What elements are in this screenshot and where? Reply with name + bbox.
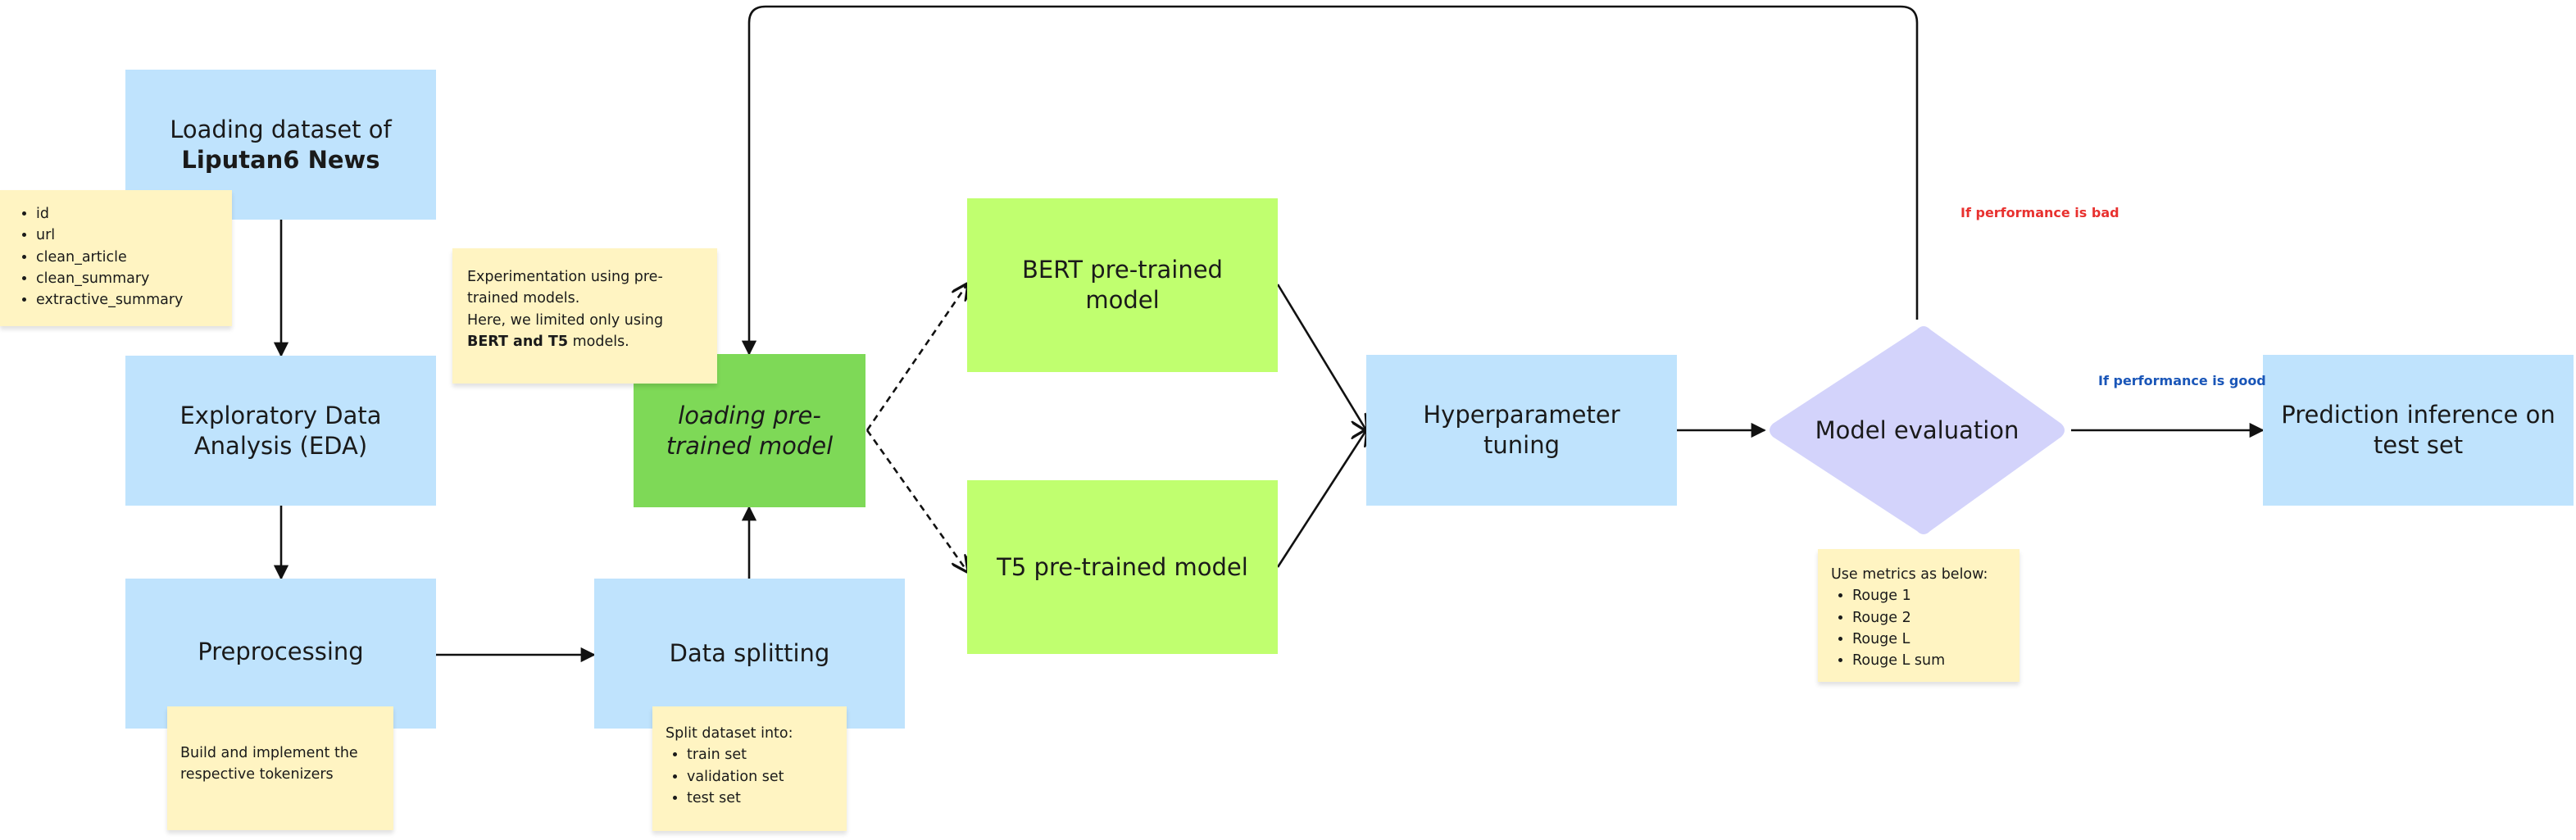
note-dataset-field: clean_article bbox=[36, 247, 217, 268]
note-dataset-field: id bbox=[36, 203, 217, 225]
node-model-evaluation-label: Model evaluation bbox=[1815, 416, 2019, 444]
edge-t5-to-hyperparameter bbox=[1276, 430, 1366, 568]
note-dataset-field: clean_summary bbox=[36, 268, 217, 289]
note-dataset-fields: id url clean_article clean_summary extra… bbox=[0, 190, 232, 326]
node-model-evaluation: Model evaluation bbox=[1763, 320, 2071, 541]
decision-diamond-shape bbox=[1770, 326, 2065, 534]
note-metrics-item: Rouge L sum bbox=[1852, 650, 2006, 671]
node-loading-pretrained-label: loading pre-trained model bbox=[666, 401, 834, 460]
node-data-splitting: Data splitting bbox=[594, 579, 905, 729]
node-hyperparameter-tuning-label: Hyperparameter tuning bbox=[1423, 401, 1620, 459]
node-loading-dataset-line2: Liputan6 News bbox=[181, 145, 380, 174]
node-t5: T5 pre-trained model bbox=[967, 480, 1278, 654]
note-metrics-item: Rouge 2 bbox=[1852, 607, 2006, 629]
note-experimentation-bold: BERT and T5 bbox=[467, 333, 569, 350]
edge-bert-to-hyperparameter bbox=[1276, 284, 1366, 430]
edge-loading-to-bert bbox=[865, 284, 967, 431]
note-experimentation-line2-prefix: Here, we limited only using bbox=[467, 311, 664, 329]
node-preprocessing-label: Preprocessing bbox=[198, 638, 364, 666]
note-dataset-field: url bbox=[36, 225, 217, 246]
node-hyperparameter-tuning: Hyperparameter tuning bbox=[1366, 355, 1677, 506]
note-experimentation-line2: Here, we limited only using BERT and T5 … bbox=[467, 310, 702, 353]
note-split-heading: Split dataset into: bbox=[666, 725, 793, 742]
node-preprocessing: Preprocessing bbox=[125, 579, 436, 729]
note-metrics-item: Rouge 1 bbox=[1852, 585, 2006, 606]
note-metrics-item: Rouge L bbox=[1852, 629, 2006, 650]
node-eda-label: Exploratory Data Analysis (EDA) bbox=[179, 401, 382, 460]
note-split-item: train set bbox=[687, 744, 834, 765]
node-prediction-inference: Prediction inference on test set bbox=[2263, 355, 2574, 506]
note-split-item: test set bbox=[687, 788, 834, 809]
note-split-item: validation set bbox=[687, 766, 834, 788]
node-prediction-inference-label: Prediction inference on test set bbox=[2281, 401, 2556, 459]
edge-evaluation-feedback-loop bbox=[741, 5, 1919, 356]
edge-loading-to-t5 bbox=[865, 429, 967, 571]
note-tokenizers-text: Build and implement the respective token… bbox=[180, 745, 358, 783]
edge-label-good: If performance is good bbox=[2098, 373, 2266, 388]
note-metrics-list: Rouge 1 Rouge 2 Rouge L Rouge L sum bbox=[1831, 585, 2006, 671]
note-experimentation-line1: Experimentation using pre-trained models… bbox=[467, 269, 663, 307]
node-model-evaluation-label-box: Model evaluation bbox=[1763, 320, 2071, 541]
node-bert-label: BERT pre-trained model bbox=[1022, 256, 1223, 314]
note-metrics: Use metrics as below: Rouge 1 Rouge 2 Ro… bbox=[1818, 549, 2019, 682]
node-bert: BERT pre-trained model bbox=[967, 198, 1278, 372]
note-metrics-heading: Use metrics as below: bbox=[1831, 566, 1988, 583]
node-loading-dataset-line1: Loading dataset of bbox=[170, 115, 392, 143]
note-split: Split dataset into: train set validation… bbox=[652, 706, 847, 831]
note-experimentation-line2-suffix: models. bbox=[568, 333, 629, 350]
note-tokenizers: Build and implement the respective token… bbox=[167, 706, 393, 830]
note-split-list: train set validation set test set bbox=[666, 744, 834, 809]
node-data-splitting-label: Data splitting bbox=[669, 639, 830, 668]
note-dataset-fields-list: id url clean_article clean_summary extra… bbox=[15, 203, 217, 311]
node-t5-label: T5 pre-trained model bbox=[997, 552, 1248, 581]
edge-label-bad: If performance is bad bbox=[1960, 205, 2119, 220]
note-dataset-field: extractive_summary bbox=[36, 289, 217, 311]
note-experimentation: Experimentation using pre-trained models… bbox=[452, 248, 717, 384]
node-eda: Exploratory Data Analysis (EDA) bbox=[125, 356, 436, 506]
